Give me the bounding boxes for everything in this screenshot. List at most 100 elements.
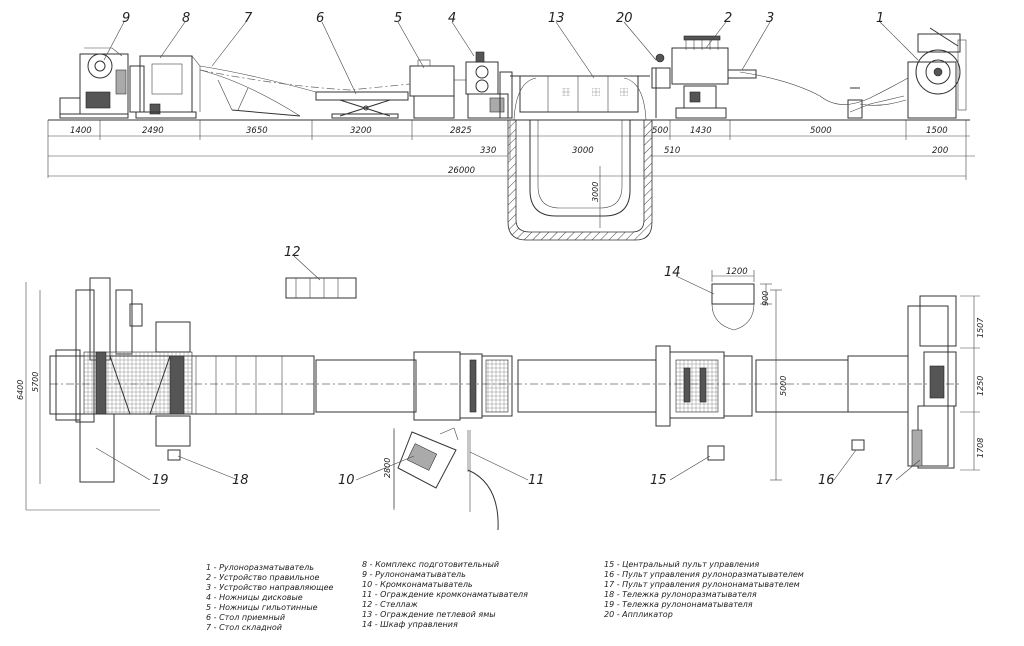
dim-510: 510: [664, 146, 680, 156]
dim-1500: 1500: [926, 126, 948, 136]
dim-500: 500: [652, 126, 668, 136]
callout-6: 6: [316, 11, 324, 26]
legend-item: 7 - Стол складной: [206, 623, 282, 632]
dim-3200: 3200: [350, 126, 372, 136]
legend-col-3: 15 - Центральный пульт управления 16 - П…: [604, 560, 804, 619]
rack-plan: [285, 277, 357, 299]
legend-item: 19 - Тележка рулононаматывателя: [604, 600, 753, 609]
callout-17: 18: [232, 473, 249, 488]
dim-3000-v: 3000: [591, 182, 600, 202]
legend-item: 17 - Пульт управления рулононаматывателе…: [604, 580, 800, 589]
legend-item: 5 - Ножницы гильотинные: [206, 603, 318, 612]
pit-fence-side: [510, 75, 650, 121]
dim-1400: 1400: [70, 126, 92, 136]
callout-13: 13: [548, 11, 565, 26]
callout-18: 17: [876, 473, 893, 488]
callout-16: 16: [818, 473, 835, 488]
legend: 1 - Рулоноразматыватель 2 - Устройство п…: [206, 560, 804, 632]
callout-11: 11: [528, 473, 545, 488]
dim-1250: 1250: [976, 376, 985, 396]
legend-item: 10 - Кромконаматыватель: [362, 580, 473, 589]
legend-item: 20 - Аппликатор: [604, 610, 673, 619]
applicator-side: [651, 53, 671, 118]
legend-item: 3 - Устройство направляющее: [206, 583, 334, 592]
prep-complex-side: [129, 55, 201, 119]
guillotine-shears-side: [409, 59, 466, 119]
straightener-plan: [655, 345, 753, 427]
legend-item: 4 - Ножницы дисковые: [206, 593, 303, 602]
dim-330: 330: [480, 146, 496, 156]
callout-1: 1: [876, 11, 884, 26]
callout-15: 15: [650, 473, 667, 488]
dim-5000-plan: 5000: [779, 376, 788, 396]
legend-item: 9 - Рулононаматыватель: [362, 570, 466, 579]
dim-1200: 1200: [726, 267, 748, 277]
legend-item: 16 - Пульт управления рулоноразматывател…: [604, 570, 804, 579]
top-callout-numbers: 9 8 7 6 5 4 13 20 2 3 1: [122, 11, 884, 26]
callout-3: 3: [766, 11, 774, 26]
dim-1507: 1507: [976, 317, 985, 338]
plan-callout-numbers: 12 14 10 11 15 16 17 18 19: [152, 245, 893, 488]
dim-1430: 1430: [690, 126, 712, 136]
callout-9: 9: [122, 11, 130, 26]
callout-19: 19: [152, 473, 169, 488]
top-dim-labels: 1400 2490 3650 3200 2825 500 1430 5000 1…: [70, 126, 948, 202]
side-elevation-view: 1400 2490 3650 3200 2825 500 1430 5000 1…: [47, 11, 975, 241]
recoiler-side: [59, 47, 129, 119]
decoiler-side: [847, 27, 967, 119]
dim-2490: 2490: [142, 126, 164, 136]
callout-8: 8: [182, 11, 190, 26]
legend-item: 6 - Стол приемный: [206, 613, 285, 622]
dim-2800: 2800: [383, 458, 392, 478]
callout-7: 7: [244, 11, 253, 26]
dim-5700: 5700: [31, 372, 40, 392]
decoiler-console-plan: [851, 439, 865, 451]
dim-900: 900: [761, 291, 770, 306]
callout-5: 5: [394, 11, 402, 26]
dim-6400: 6400: [16, 380, 25, 400]
dim-200: 200: [932, 146, 948, 156]
callout-10: 10: [338, 473, 355, 488]
legend-item: 13 - Ограждение петлевой ямы: [362, 610, 496, 619]
edge-winder-plan: [393, 427, 471, 512]
legend-item: 12 - Стеллаж: [362, 600, 418, 609]
callout-12: 12: [284, 245, 301, 260]
legend-item: 11 - Ограждение кромконаматывателя: [362, 590, 528, 599]
legend-item: 15 - Центральный пульт управления: [604, 560, 759, 569]
decoiler-plan: [847, 295, 957, 469]
plan-view: 1200 900 5700 6400 2800 5000 1507 1250 1…: [16, 245, 985, 531]
plan-dim-labels: 1200 900 5700 6400 2800 5000 1507 1250 1…: [16, 267, 985, 478]
control-cabinet-plan: [711, 270, 772, 331]
legend-col-2: 8 - Комплекс подготовительный 9 - Рулоно…: [362, 560, 528, 629]
disc-shears-side: [465, 51, 513, 119]
folding-table-side: [199, 65, 317, 117]
top-dim-lines: [48, 120, 975, 228]
loop-pit: [507, 119, 653, 241]
dim-3650: 3650: [246, 126, 268, 136]
plan-leaders: [95, 255, 921, 481]
dim-2825: 2825: [450, 126, 472, 136]
top-leaders: [103, 21, 919, 95]
callout-20: 20: [616, 11, 633, 26]
dim-26000: 26000: [448, 166, 475, 176]
shears-plan: [413, 351, 513, 421]
dim-3000-h: 3000: [572, 146, 594, 156]
legend-item: 1 - Рулоноразматыватель: [206, 563, 314, 572]
legend-item: 14 - Шкаф управления: [362, 620, 458, 629]
callout-2: 2: [724, 11, 732, 26]
straightener-side: [671, 35, 729, 119]
legend-item: 8 - Комплекс подготовительный: [362, 560, 499, 569]
legend-item: 18 - Тележка рулоноразматывателя: [604, 590, 757, 599]
legend-col-1: 1 - Рулоноразматыватель 2 - Устройство п…: [206, 563, 334, 632]
plan-dim-lines: [393, 289, 980, 508]
dim-1708: 1708: [976, 438, 985, 458]
dim-5000: 5000: [810, 126, 832, 136]
receiving-table-side: [315, 91, 409, 119]
recoiler-plan: [49, 277, 315, 483]
recoiler-console-plan: [167, 449, 181, 461]
callout-4: 4: [448, 11, 456, 26]
legend-item: 2 - Устройство правильное: [206, 573, 319, 582]
callout-14: 14: [664, 265, 681, 280]
central-console-plan: [707, 445, 725, 461]
